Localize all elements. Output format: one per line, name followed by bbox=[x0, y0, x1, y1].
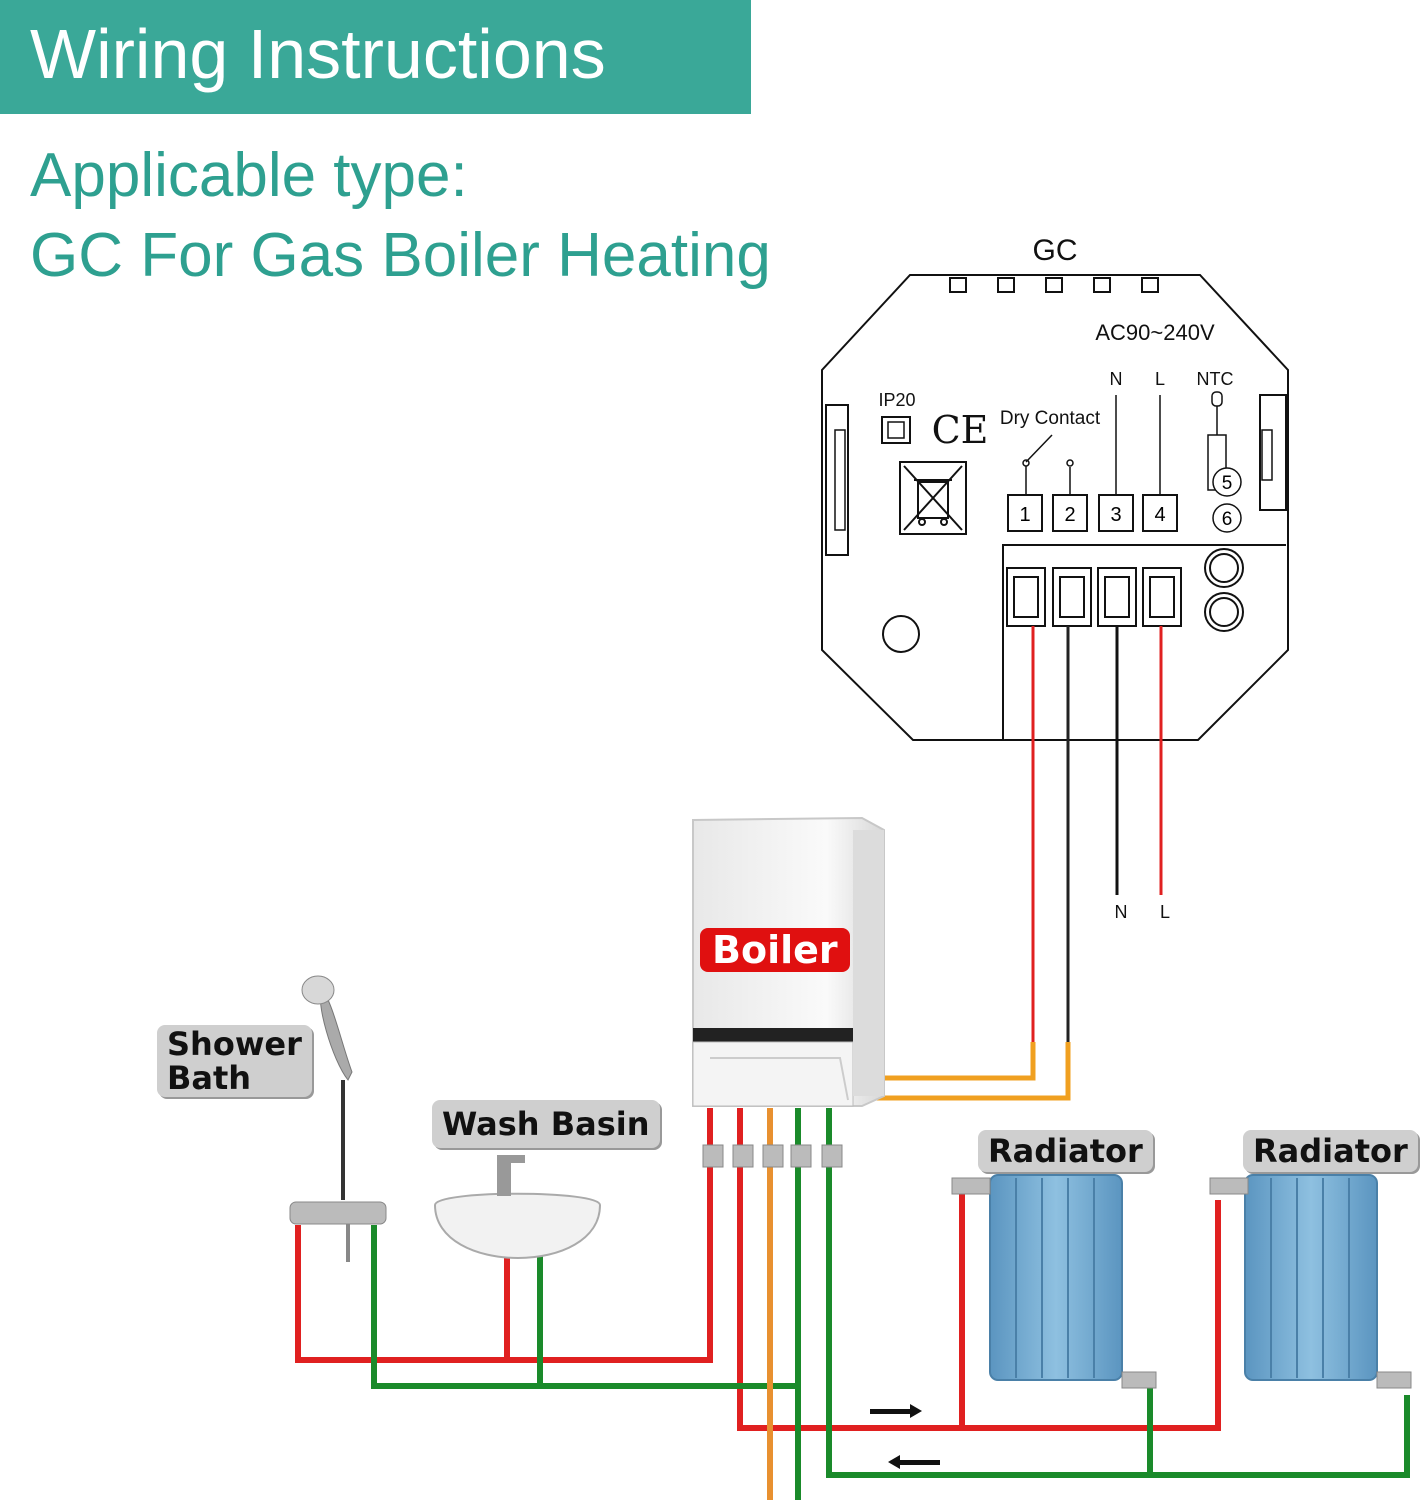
terminal-2-label: 2 bbox=[1064, 504, 1075, 526]
radiator-2 bbox=[1209, 1174, 1412, 1389]
ntc-terminal-6-label: 6 bbox=[1222, 509, 1233, 530]
radiator-1 bbox=[951, 1174, 1157, 1389]
panel-l-label: L bbox=[1155, 369, 1165, 389]
wash-basin-fixture bbox=[433, 1155, 602, 1260]
applicable-type-label: Applicable type: bbox=[30, 141, 468, 210]
panel-n-label: N bbox=[1110, 369, 1123, 389]
neutral-wire-label: N bbox=[1115, 902, 1128, 922]
terminal-number-boxes bbox=[1007, 494, 1178, 532]
ntc-terminal-5-label: 5 bbox=[1222, 473, 1233, 494]
applicable-type-value: GC For Gas Boiler Heating bbox=[30, 221, 771, 290]
radiator-2-label: Radiator bbox=[1243, 1130, 1418, 1172]
terminal-1-label: 1 bbox=[1019, 504, 1030, 526]
ip-rating-label: IP20 bbox=[878, 390, 915, 410]
thermostat-model-label: GC bbox=[1033, 234, 1078, 267]
terminal-block bbox=[1002, 544, 1286, 740]
hot-water-pipes bbox=[295, 1108, 1221, 1431]
terminal-3-label: 3 bbox=[1110, 504, 1121, 526]
cold-water-pipes bbox=[371, 1108, 1410, 1500]
ntc-label: NTC bbox=[1197, 369, 1234, 389]
terminal-4-label: 4 bbox=[1154, 504, 1165, 526]
ntc-sensor-icon bbox=[1207, 391, 1242, 533]
dry-contact-label: Dry Contact bbox=[1000, 408, 1101, 429]
boiler-label: Boiler bbox=[700, 928, 850, 972]
radiator-1-label: Radiator bbox=[978, 1130, 1153, 1172]
shower-label-line1: Shower bbox=[167, 1025, 302, 1063]
wash-basin-label: Wash Basin bbox=[432, 1100, 660, 1148]
mounting-hole bbox=[882, 615, 920, 653]
shower-label-line2: Bath bbox=[167, 1059, 252, 1097]
thermostat-panel: GC AC90~240V IP20 CE Dry Co bbox=[821, 234, 1289, 741]
top-tabs bbox=[949, 277, 1159, 293]
page-title: Wiring Instructions bbox=[30, 15, 606, 93]
boiler-control-wires bbox=[855, 1042, 1071, 1101]
title-banner: Wiring Instructions bbox=[0, 0, 751, 114]
left-clip bbox=[825, 404, 849, 556]
right-clip bbox=[1259, 394, 1287, 511]
pipe-valves bbox=[702, 1144, 843, 1168]
thermostat-wires bbox=[1031, 626, 1163, 1045]
weee-bin-icon bbox=[899, 461, 967, 535]
shower-bath-label: Shower Bath bbox=[157, 1025, 312, 1097]
live-wire-label: L bbox=[1160, 902, 1170, 922]
dry-contact-switch bbox=[1022, 395, 1161, 495]
ce-mark: CE bbox=[932, 408, 989, 452]
voltage-label: AC90~240V bbox=[1095, 320, 1215, 345]
shower-fixture bbox=[289, 975, 387, 1262]
ip-rating-box bbox=[881, 416, 911, 444]
flow-arrows bbox=[870, 1404, 940, 1469]
